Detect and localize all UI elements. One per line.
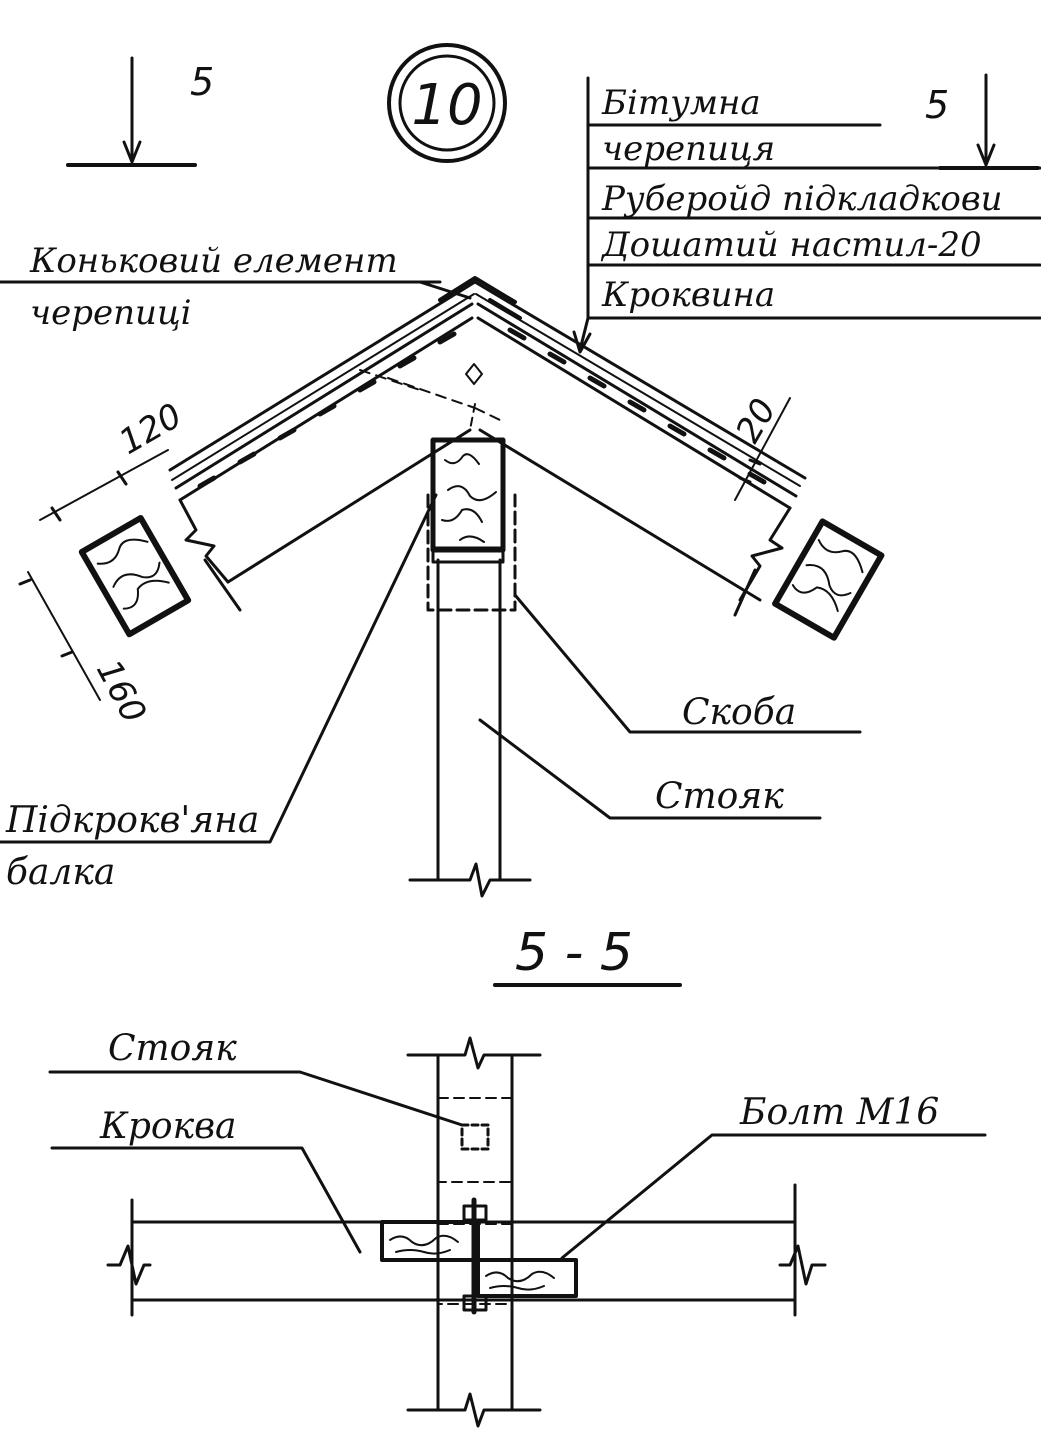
- dimension-120-label: 120: [113, 396, 189, 463]
- section-rafter-pieces: [380, 1220, 578, 1298]
- section-post-leader: [48, 1070, 464, 1127]
- post-leader: [478, 718, 822, 820]
- section-marker-left-label: 5: [190, 60, 214, 104]
- bolt-leader: [560, 1133, 987, 1260]
- roof-layer-2: черепиця: [602, 129, 775, 169]
- section-title-text: 5 - 5: [515, 923, 633, 983]
- ridge-cap: [438, 276, 522, 385]
- post-stoyak: [408, 558, 532, 898]
- beam-leader: [0, 493, 438, 844]
- roof-layer-1: Бітумна: [601, 83, 761, 123]
- post-label: Стояк: [655, 776, 784, 817]
- rafter-section-left: [78, 515, 192, 638]
- rafter-section-right: [772, 518, 885, 641]
- ridge-label-leader: [0, 280, 472, 300]
- ridge-beam: [430, 437, 506, 553]
- beam-label-line2: балка: [6, 852, 115, 893]
- section-marker-right: 5: [925, 73, 1040, 170]
- ridge-label-line2: черепиці: [30, 293, 192, 333]
- detail-number-marker: 10: [387, 43, 507, 163]
- roof-layer-5: Кроквина: [601, 275, 775, 315]
- roof-slope-right: [473, 280, 807, 617]
- dimension-20-label: 20: [728, 392, 784, 449]
- roof-layers-leader: [572, 76, 1041, 354]
- bolt-label: Болт М16: [739, 1092, 939, 1133]
- dimension-160: 160: [18, 571, 154, 730]
- dimension-120: 120: [39, 396, 189, 522]
- bolt-m16: [462, 1197, 488, 1315]
- rafter-label: Кроква: [99, 1106, 237, 1147]
- dimension-160-label: 160: [88, 653, 154, 729]
- roof-slope-left: [168, 280, 477, 612]
- section-post-label: Стояк: [108, 1028, 237, 1069]
- rafter-leader: [50, 1146, 362, 1254]
- roof-layer-3: Руберойд підкладкови: [601, 179, 1003, 219]
- beam-label-line1: Підкрокв'яна: [5, 800, 259, 841]
- section-title: 5 - 5: [493, 923, 682, 987]
- dimension-20: 20: [728, 392, 791, 501]
- section-marker-left: 5: [66, 56, 214, 167]
- ridge-label-line1: Коньковий елемент: [29, 241, 398, 281]
- bracket-scoba: [426, 493, 517, 612]
- bracket-leader: [513, 593, 862, 734]
- roof-layer-4: Дошатий настил-20: [600, 225, 982, 265]
- detail-number: 10: [411, 73, 482, 138]
- bracket-label: Скоба: [682, 692, 796, 733]
- section-marker-right-label: 5: [925, 83, 949, 127]
